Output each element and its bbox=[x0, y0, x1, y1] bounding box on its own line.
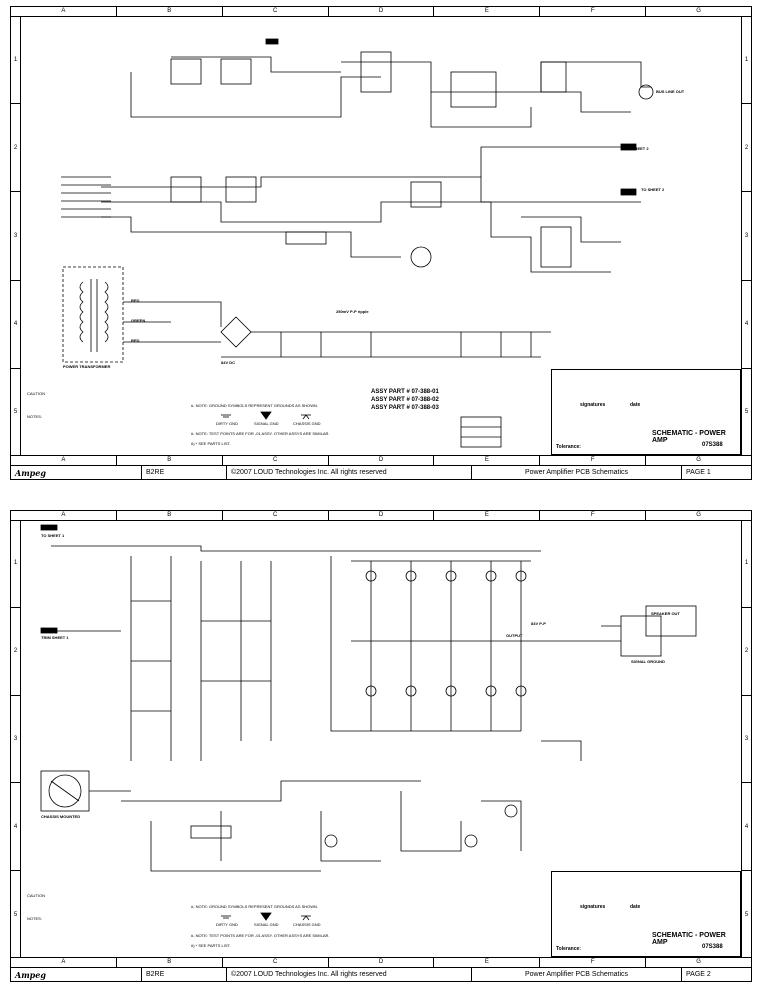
copyright: ©2007 LOUD Technologies Inc. All rights … bbox=[226, 466, 471, 479]
output-label: OUTPUT bbox=[506, 633, 523, 638]
copyright-2: ©2007 LOUD Technologies Inc. All rights … bbox=[226, 968, 471, 981]
circuit-drawing-2 bbox=[40, 524, 697, 921]
dirty-gnd-2: DIRTY GND bbox=[216, 922, 238, 927]
voltage-84pp: 84V P-P bbox=[531, 621, 546, 626]
model-name: B2RE bbox=[141, 466, 226, 479]
parts-list-note-2: #) * SEE PARTS LIST. bbox=[191, 943, 231, 948]
assy-part-03: ASSY PART # 07-388-03 bbox=[371, 405, 439, 411]
assy-part-02: ASSY PART # 07-388-02 bbox=[371, 397, 439, 403]
schematic-area-1: TRIM SHEET 2 TO SHEET 2 BUS LINE OUT POW… bbox=[21, 17, 741, 455]
voltage-84dc: 84V DC bbox=[221, 360, 236, 365]
wire-red-1: RED bbox=[131, 298, 140, 303]
signal-gnd-2: SIGNAL GND bbox=[254, 922, 279, 927]
page-number-2: PAGE 2 bbox=[681, 968, 751, 981]
brand-logo: Ampeg bbox=[15, 467, 46, 478]
drawing-number-1: 07S388 bbox=[702, 442, 723, 448]
signal-ground-label: SIGNAL GROUND bbox=[631, 659, 665, 664]
schematic-title-1: SCHEMATIC - POWER AMP bbox=[652, 430, 726, 444]
chassis-gnd-2: CHASSIS GND bbox=[293, 922, 321, 927]
drawing-number-2: 07S388 bbox=[702, 944, 723, 950]
to-sheet-2-label: TO SHEET 2 bbox=[641, 187, 665, 192]
speaker-out-label: SPEAKER OUT bbox=[651, 611, 680, 616]
wire-green: GREEN bbox=[131, 318, 146, 323]
ground-note-1: #- NOTE: GROUND SYMBOLS REPRESENT GROUND… bbox=[191, 403, 319, 408]
chassis-gnd-1: CHASSIS GND bbox=[293, 421, 321, 426]
signal-gnd-1: SIGNAL GND bbox=[254, 421, 279, 426]
circuit-drawing-1 bbox=[61, 38, 654, 448]
trim-sheet-2-label: TRIM SHEET 2 bbox=[621, 146, 649, 151]
schematic-area-2: TO SHEET 1 TRIM SHEET 1 CHASSIS MOUNTED … bbox=[21, 521, 741, 957]
ground-note-2: #- NOTE: GROUND SYMBOLS REPRESENT GROUND… bbox=[191, 904, 319, 909]
schematic-title-2: SCHEMATIC - POWER AMP bbox=[652, 932, 726, 946]
model-name-2: B2RE bbox=[141, 968, 226, 981]
title-block-2: signatures date SCHEMATIC - POWER AMP 07… bbox=[551, 871, 741, 957]
wire-red-2: RED bbox=[131, 338, 140, 343]
parts-list-note-1: #) * SEE PARTS LIST. bbox=[191, 441, 231, 446]
footer-page-1: Ampeg B2RE ©2007 LOUD Technologies Inc. … bbox=[10, 465, 752, 480]
bus-line-out-label: BUS LINE OUT bbox=[656, 89, 685, 94]
document-title: Power Amplifier PCB Schematics bbox=[471, 466, 681, 479]
to-sheet-1-label: TO SHEET 1 bbox=[41, 533, 65, 538]
footer-page-2: Ampeg B2RE ©2007 LOUD Technologies Inc. … bbox=[10, 967, 752, 982]
assy-part-01: ASSY PART # 07-388-01 bbox=[371, 389, 439, 395]
dirty-gnd-1: DIRTY GND bbox=[216, 421, 238, 426]
page-number: PAGE 1 bbox=[681, 466, 751, 479]
ripple-note: 250mV P-P ripple bbox=[336, 309, 369, 314]
test-points-note-2: #- NOTE: TEST POINTS ARE FOR -01 ASSY. O… bbox=[191, 933, 330, 938]
trim-sheet-1-label: TRIM SHEET 1 bbox=[41, 635, 69, 640]
caution-notes-2: CAUTION NOTES: bbox=[27, 893, 45, 921]
caution-notes-1: CAUTION NOTES: bbox=[27, 391, 45, 419]
chassis-mounted-label: CHASSIS MOUNTED bbox=[41, 814, 81, 819]
power-transformer-label: POWER TRANSFORMER bbox=[63, 364, 111, 369]
test-points-note-1: #- NOTE: TEST POINTS ARE FOR -01 ASSY. O… bbox=[191, 431, 330, 436]
title-block-1: signatures date SCHEMATIC - POWER AMP 07… bbox=[551, 369, 741, 455]
brand-logo-2: Ampeg bbox=[15, 969, 46, 980]
document-title-2: Power Amplifier PCB Schematics bbox=[471, 968, 681, 981]
